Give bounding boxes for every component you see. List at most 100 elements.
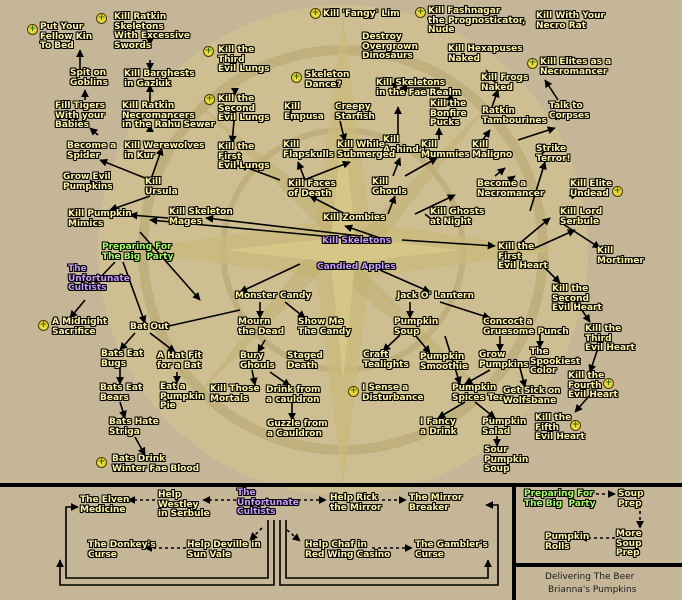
- quest-mirror-breaker[interactable]: The Mirror Breaker: [409, 493, 463, 513]
- quest-pumpkin-salad[interactable]: Pumpkin Salad: [482, 417, 527, 437]
- quest-a-midnight-sacrifice[interactable]: A Midnight Sacrifice: [52, 317, 108, 337]
- quest-kill-skeletons[interactable]: Kill Skeletons: [322, 236, 392, 246]
- quest-kill-fashnagar[interactable]: Kill Fashnagar the Prognosticator, Nude: [428, 6, 526, 35]
- quest-gamblers-curse[interactable]: The Gambler's Curse: [415, 540, 488, 560]
- quest-craft-tealights[interactable]: Craft Tealights: [363, 350, 409, 370]
- quest-kill-ghouls[interactable]: Kill Ghouls: [372, 177, 407, 197]
- quest-pumpkin-soup[interactable]: Pumpkin Soup: [394, 317, 439, 337]
- quest-kill-bonfire-pucks[interactable]: Kill the Bonfire Pucks: [430, 99, 467, 128]
- quest-ratkin-tambourines[interactable]: Ratkin Tambourines: [482, 106, 547, 126]
- quest-grow-evil-pumpkins[interactable]: Grow Evil Pumpkins: [63, 172, 113, 192]
- quest-jack-o-lantern[interactable]: Jack O' Lantern: [397, 291, 474, 301]
- quest-kill-mortimer[interactable]: Kill Mortimer: [597, 246, 644, 266]
- quest-kill-barghests[interactable]: Kill Barghests in Gazluk: [124, 69, 195, 89]
- quest-kill-elites-necromancer[interactable]: Kill Elites as a Necromancer: [540, 57, 612, 77]
- quest-kill-ursula[interactable]: Kill Ursula: [145, 177, 178, 197]
- quest-monster-candy[interactable]: Monster Candy: [235, 291, 312, 301]
- quest-kill-skeleton-mages[interactable]: Kill Skeleton Mages: [169, 207, 233, 227]
- quest-get-sick-wolfsbane[interactable]: Get Sick on Wolfsbane: [503, 386, 561, 406]
- quest-kill-fifth-evil-heart[interactable]: Kill the Fifth Evil Heart: [535, 413, 585, 442]
- quest-kill-anhinda[interactable]: Kill Anhinda: [383, 135, 425, 155]
- quest-kill-those-mortals[interactable]: Kill Those Mortals: [210, 384, 260, 404]
- quest-preparing-big-party[interactable]: Preparing For The Big Party: [102, 242, 174, 262]
- quest-kill-mummies[interactable]: Kill Mummies: [421, 140, 470, 160]
- quest-kill-ratkin-swords[interactable]: Kill Ratkin Skeletons With Excessive Swo…: [114, 12, 191, 51]
- quest-delivering-beer[interactable]: Delivering The Beer: [545, 572, 635, 582]
- quest-kill-while-submerged[interactable]: Kill While Submerged: [337, 140, 396, 160]
- quest-i-fancy-drink[interactable]: I Fancy a Drink: [420, 417, 457, 437]
- quest-help-deville[interactable]: Help Deville in Sun Vale: [187, 540, 261, 560]
- quest-kill-third-evil-lungs[interactable]: Kill the Third Evil Lungs: [218, 45, 270, 74]
- quest-kill-werewolves[interactable]: Kill Werewolves in Kur: [124, 141, 205, 161]
- quest-kill-first-evil-lungs[interactable]: Kill the First Evil Lungs: [218, 142, 270, 171]
- quest-kill-skeletons-fae[interactable]: Kill Skeletons in the Fae Realm: [376, 78, 462, 98]
- quest-kill-second-evil-lungs[interactable]: Kill the Second Evil Lungs: [218, 94, 270, 123]
- quest-a-hat-fit[interactable]: A Hat Fit for a Bat: [157, 351, 202, 371]
- quest-sour-pumpkin-soup[interactable]: Sour Pumpkin Soup: [484, 445, 529, 474]
- quest-i-sense-disturbance[interactable]: I Sense a Disturbance: [362, 383, 424, 403]
- quest-kill-lord-serbule[interactable]: Kill Lord Serbule: [560, 207, 603, 227]
- quest-become-spider[interactable]: Become a Spider: [67, 141, 117, 161]
- quest-kill-hexapuses[interactable]: Kill Hexapuses Naked: [448, 44, 523, 64]
- quest-pumpkin-spices-tea[interactable]: Pumpkin Spices Tea: [452, 383, 506, 403]
- quest-briannas-pumpkins[interactable]: Brianna's Pumpkins: [548, 585, 637, 595]
- quest-kill-maligno[interactable]: Kill Maligno: [472, 140, 513, 160]
- quest-staged-death[interactable]: Staged Death: [287, 351, 323, 371]
- quest-become-necromancer[interactable]: Become a Necromancer: [477, 179, 545, 199]
- quest-kill-first-evil-heart[interactable]: Kill the First Evil Heart: [498, 242, 548, 271]
- quest-unfortunate-cultists[interactable]: The Unfortunate Cultists: [68, 264, 130, 293]
- quest-bury-ghouls[interactable]: Bury Ghouls: [240, 351, 275, 371]
- quest-kill-elite-undead[interactable]: Kill Elite Undead: [570, 179, 613, 199]
- quest-kill-flapskulls[interactable]: Kill Flapskulls: [283, 140, 335, 160]
- quest-kill-zombies[interactable]: Kill Zombies: [323, 213, 386, 223]
- quest-kill-fangy-lim[interactable]: Kill 'Fangy' Lim: [323, 9, 400, 19]
- quest-kill-third-evil-heart[interactable]: Kill the Third Evil Heart: [585, 324, 635, 353]
- quest-strike-terror[interactable]: Strike Terror!: [536, 144, 571, 164]
- connector-arrow: [444, 335, 462, 385]
- quest-bats-eat-bears[interactable]: Bats Eat Bears: [100, 383, 143, 403]
- quest-pumpkin-rolls[interactable]: Pumpkin Rolls: [545, 532, 590, 552]
- quest-kill-ghosts-at-night[interactable]: Kill Ghosts at Night: [430, 207, 485, 227]
- quest-kill-fourth-evil-heart[interactable]: Kill the Fourth Evil Heart: [568, 371, 618, 400]
- quest-pumpkin-smoothie[interactable]: Pumpkin Smoothie: [420, 352, 469, 372]
- quest-drink-from-cauldron[interactable]: Drink from a cauldron: [266, 385, 321, 405]
- quest-elven-medicine[interactable]: The Elven Medicine: [80, 495, 130, 515]
- quest-talk-to-corpses[interactable]: Talk to Corpses: [549, 101, 590, 121]
- cultists-panel-center[interactable]: The Unfortunate Cultists: [237, 488, 299, 517]
- quest-guzzle-cauldron[interactable]: Guzzle from a Cauldron: [267, 419, 328, 439]
- quest-kill-necro-rat[interactable]: Kill With Your Necro Rat: [536, 11, 605, 31]
- quest-kill-ratkin-necromancers[interactable]: Kill Ratkin Necromancers in the Rahu Sew…: [122, 101, 215, 130]
- quest-skeleton-dance[interactable]: Skeleton Dance?: [305, 70, 350, 90]
- quest-kill-empusa[interactable]: Kill Empusa: [284, 102, 324, 122]
- connector-arrow: [309, 195, 346, 215]
- reward-badge-icon: +: [96, 13, 107, 24]
- quest-kill-frogs[interactable]: Kill Frogs Naked: [481, 73, 529, 93]
- quest-kill-faces-of-death[interactable]: Kill Faces of Death: [288, 179, 336, 199]
- quest-put-your-fellow-kin[interactable]: Put Your Fellow Kin To Bed: [40, 22, 93, 51]
- quest-bat-out[interactable]: Bat Out: [130, 322, 169, 332]
- quest-mourn-the-dead[interactable]: Mourn the Dead: [238, 317, 285, 337]
- quest-help-rick-mirror[interactable]: Help Rick the Mirror: [330, 493, 382, 513]
- quest-bats-drink-winter-fae-blood[interactable]: Bats Drink Winter Fae Blood: [112, 454, 200, 474]
- quest-more-soup-prep[interactable]: More Soup Prep: [616, 529, 642, 558]
- quest-bats-hate-striga[interactable]: Bats Hate Striga: [109, 417, 159, 437]
- quest-kill-pumpkin-mimics[interactable]: Kill Pumpkin Mimics: [68, 209, 132, 229]
- quest-help-chaf[interactable]: Help Chaf in Red Wing Casino: [305, 540, 391, 560]
- quest-creepy-starfish[interactable]: Creepy Starfish: [335, 102, 375, 122]
- quest-spit-on-goblins[interactable]: Spit on Goblins: [70, 68, 108, 88]
- quest-kill-second-evil-heart[interactable]: Kill the Second Evil Heart: [552, 284, 602, 313]
- connector-arrow: [574, 299, 591, 323]
- quest-soup-prep[interactable]: Soup Prep: [618, 489, 644, 509]
- quest-spookiest-color[interactable]: The Spookiest Color: [530, 347, 581, 376]
- quest-grow-pumpkins[interactable]: Grow Pumpkins: [479, 350, 529, 370]
- quest-concoct-gruesome-punch[interactable]: Concoct a Gruesome Punch: [483, 317, 569, 337]
- party-panel-preparing[interactable]: Preparing For The Big Party: [524, 489, 596, 509]
- quest-help-westley[interactable]: Help Westley in Serbule: [158, 490, 210, 519]
- quest-candied-apples[interactable]: Candied Apples: [317, 262, 396, 272]
- quest-eat-pumpkin-pie[interactable]: Eat a Pumpkin Pie: [160, 382, 205, 411]
- quest-show-me-candy[interactable]: Show Me The Candy: [298, 317, 352, 337]
- quest-destroy-dinosaurs[interactable]: Destroy Overgrown Dinosaurs: [362, 32, 418, 61]
- quest-fill-tigers[interactable]: Fill Tigers With your Babies: [55, 101, 106, 130]
- quest-donkeys-curse[interactable]: The Donkey's Curse: [88, 540, 156, 560]
- quest-bats-eat-bugs[interactable]: Bats Eat Bugs: [101, 349, 144, 369]
